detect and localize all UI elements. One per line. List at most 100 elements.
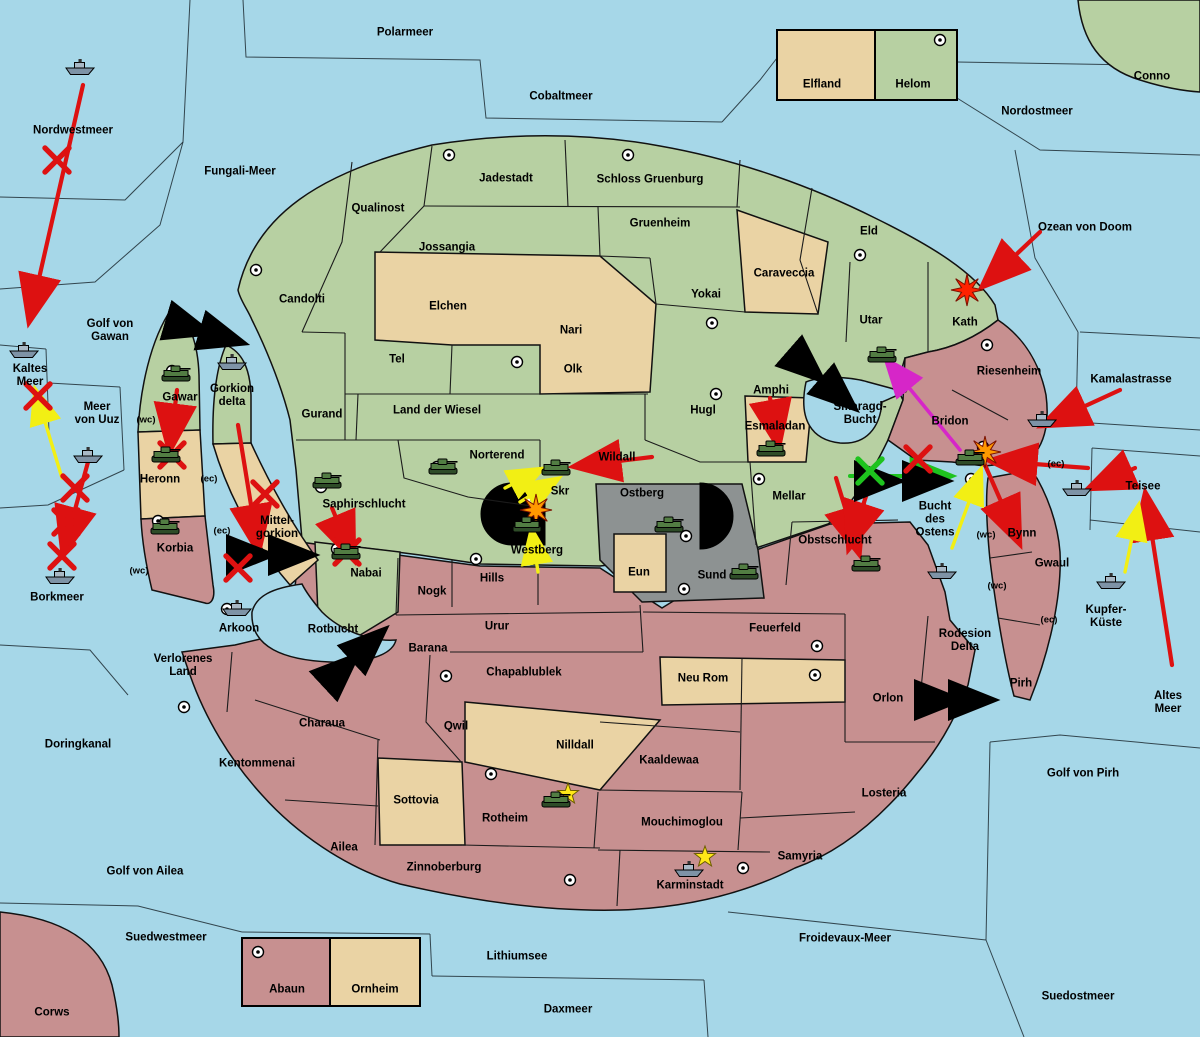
province-border: [254, 699, 381, 741]
province-border: [425, 654, 463, 764]
supply-center-dot: [933, 33, 947, 47]
yellow-order-arrow: [1115, 500, 1148, 574]
fleet-unit[interactable]: [674, 861, 705, 877]
fleet-unit[interactable]: [927, 563, 958, 579]
sea-border-line: [48, 382, 121, 388]
sea-border-line: [1014, 149, 1079, 333]
supply-center-dot: [705, 316, 719, 330]
army-unit[interactable]: [512, 516, 542, 533]
province-border: [395, 611, 641, 616]
swap-arrow: [774, 334, 860, 413]
yellow-order-arrow: [29, 384, 64, 480]
sea-border-line: [242, 0, 723, 123]
province-border: [785, 521, 793, 586]
supply-center-dot: [808, 668, 822, 682]
army-unit[interactable]: [312, 472, 342, 489]
supply-center-dot: [510, 355, 524, 369]
sea-border-line: [0, 644, 129, 696]
red-order-arrow: [748, 395, 792, 454]
province-border: [593, 791, 599, 849]
yellow-order-arrow: [518, 475, 563, 511]
province-border: [395, 557, 399, 616]
province-border: [301, 161, 353, 333]
army-unit[interactable]: [867, 346, 897, 363]
region-neu-rom[interactable]: [659, 656, 846, 706]
sea-border-line: [1075, 421, 1200, 431]
army-unit[interactable]: [331, 543, 361, 560]
swap-arrow: [308, 624, 390, 703]
supply-center-dot: [439, 669, 453, 683]
red-x-mark: [903, 444, 933, 474]
army-unit[interactable]: [541, 791, 571, 808]
province-border: [989, 551, 1033, 559]
supply-center-dot: [177, 700, 191, 714]
region-korbia[interactable]: [140, 515, 215, 605]
province-border: [461, 844, 601, 849]
army-unit[interactable]: [851, 555, 881, 572]
supply-center-dot: [621, 148, 635, 162]
sea-border-line: [0, 0, 191, 201]
fleet-unit[interactable]: [1062, 480, 1093, 496]
province-border: [616, 849, 621, 907]
supply-center-dot: [484, 767, 498, 781]
army-unit[interactable]: [151, 446, 181, 463]
province-border: [951, 389, 1009, 421]
fleet-unit[interactable]: [73, 447, 104, 463]
supply-center-dot: [469, 552, 483, 566]
province-border: [736, 159, 741, 208]
red-x-mark: [60, 473, 90, 503]
sea-border-line: [1079, 331, 1200, 339]
province-border: [845, 261, 851, 343]
fleet-unit[interactable]: [222, 600, 253, 616]
army-unit[interactable]: [150, 518, 180, 535]
sea-border-line: [429, 933, 433, 977]
region-corws[interactable]: [0, 911, 120, 1037]
legend-ornheim: [329, 937, 421, 1007]
units[interactable]: [9, 59, 1127, 877]
fleet-unit[interactable]: [9, 342, 40, 358]
red-order-arrow: [983, 442, 1091, 487]
province-border: [423, 205, 741, 208]
supply-center-dot: [249, 263, 263, 277]
army-unit[interactable]: [428, 458, 458, 475]
sea-border-line: [989, 734, 1200, 749]
province-border: [301, 331, 346, 334]
province-border: [597, 849, 771, 853]
supply-center-dot: [709, 387, 723, 401]
legend-elfland: [776, 29, 876, 101]
fleet-unit[interactable]: [45, 568, 76, 584]
fleet-unit[interactable]: [1027, 411, 1058, 427]
result-marks: [23, 145, 1002, 868]
fleet-unit[interactable]: [65, 59, 96, 75]
army-unit[interactable]: [729, 563, 759, 580]
fleet-unit[interactable]: [1096, 573, 1127, 589]
province-border: [655, 303, 746, 313]
province-border: [564, 139, 569, 208]
red-x-mark: [42, 145, 72, 175]
army-unit[interactable]: [756, 440, 786, 457]
region-sottovia[interactable]: [377, 757, 466, 846]
red-x-mark: [250, 479, 280, 509]
region-ostberg-black[interactable]: [699, 482, 734, 550]
green-x-mark: [855, 456, 885, 486]
army-unit[interactable]: [161, 365, 191, 382]
red-x-mark: [47, 541, 77, 571]
region-eun[interactable]: [613, 533, 667, 593]
army-unit[interactable]: [654, 516, 684, 533]
fleet-unit[interactable]: [217, 354, 248, 370]
province-border: [284, 799, 379, 807]
red-order-arrow: [229, 422, 273, 559]
order-arrows: [18, 82, 1175, 722]
province-border: [739, 657, 743, 791]
army-unit[interactable]: [541, 459, 571, 476]
province-border: [597, 206, 601, 257]
army-unit[interactable]: [955, 449, 985, 466]
region-conno[interactable]: [1077, 0, 1200, 93]
yellow-order-arrow: [950, 464, 985, 550]
province-borders: [226, 139, 1041, 907]
sea-border-line: [0, 469, 125, 509]
sea-border-line: [985, 939, 1025, 1037]
